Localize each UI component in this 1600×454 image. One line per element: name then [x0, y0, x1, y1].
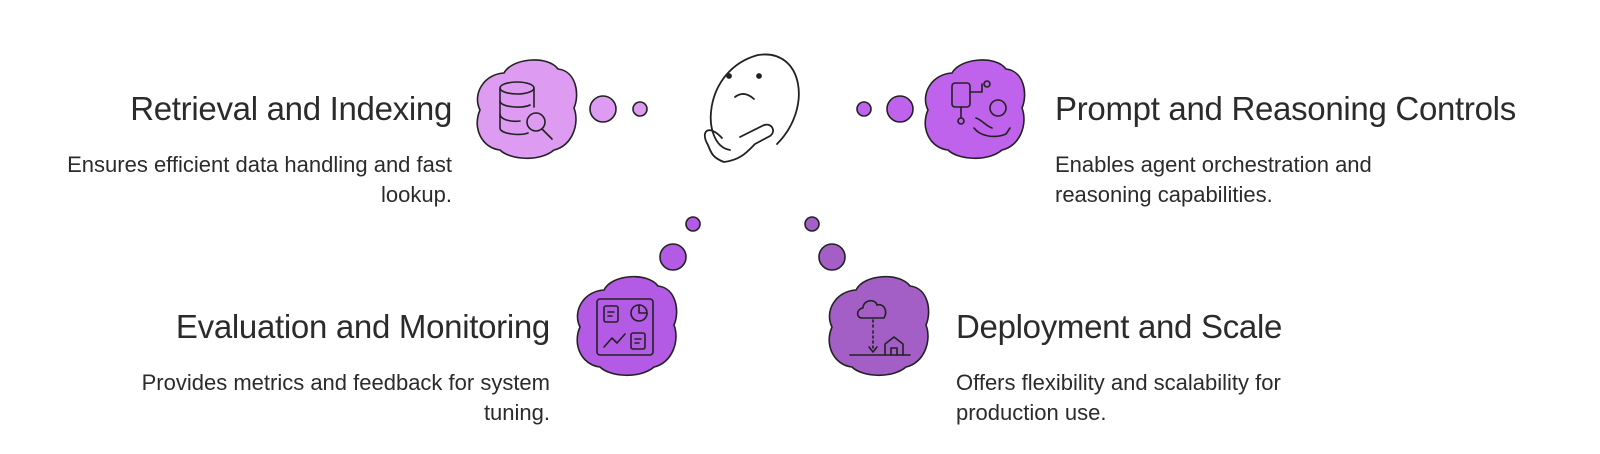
description-retrieval: Ensures efficient data handling and fast… — [67, 152, 452, 207]
prompt-node — [924, 59, 1026, 160]
retrieval-node — [476, 59, 578, 160]
description-deployment: Offers flexibility and scalability for p… — [956, 370, 1281, 425]
title-evaluation: Evaluation and Monitoring — [175, 308, 550, 345]
evaluation-node — [576, 275, 678, 377]
dashboard-icon — [596, 298, 654, 356]
dot-evaluation-large — [659, 243, 687, 271]
dot-prompt-small — [856, 101, 872, 117]
description-prompt: Enables agent orchestration and reasonin… — [1055, 152, 1372, 207]
dot-deployment-small — [804, 216, 820, 232]
cloud-house-icon — [849, 299, 911, 356]
dot-prompt-large — [886, 95, 914, 123]
dot-deployment-large — [818, 243, 846, 271]
dot-retrieval-large — [589, 95, 617, 123]
database-search-icon — [499, 81, 553, 140]
deployment-node — [828, 275, 930, 377]
title-deployment: Deployment and Scale — [956, 308, 1283, 345]
dot-retrieval-small — [632, 101, 648, 117]
thinking-face-icon — [703, 53, 800, 163]
title-retrieval: Retrieval and Indexing — [130, 90, 452, 127]
connector-dots — [589, 95, 914, 271]
title-prompt: Prompt and Reasoning Controls — [1055, 90, 1516, 127]
dot-evaluation-small — [685, 216, 701, 232]
description-evaluation: Provides metrics and feedback for system… — [141, 370, 550, 425]
flow-hand-icon — [951, 80, 1011, 138]
